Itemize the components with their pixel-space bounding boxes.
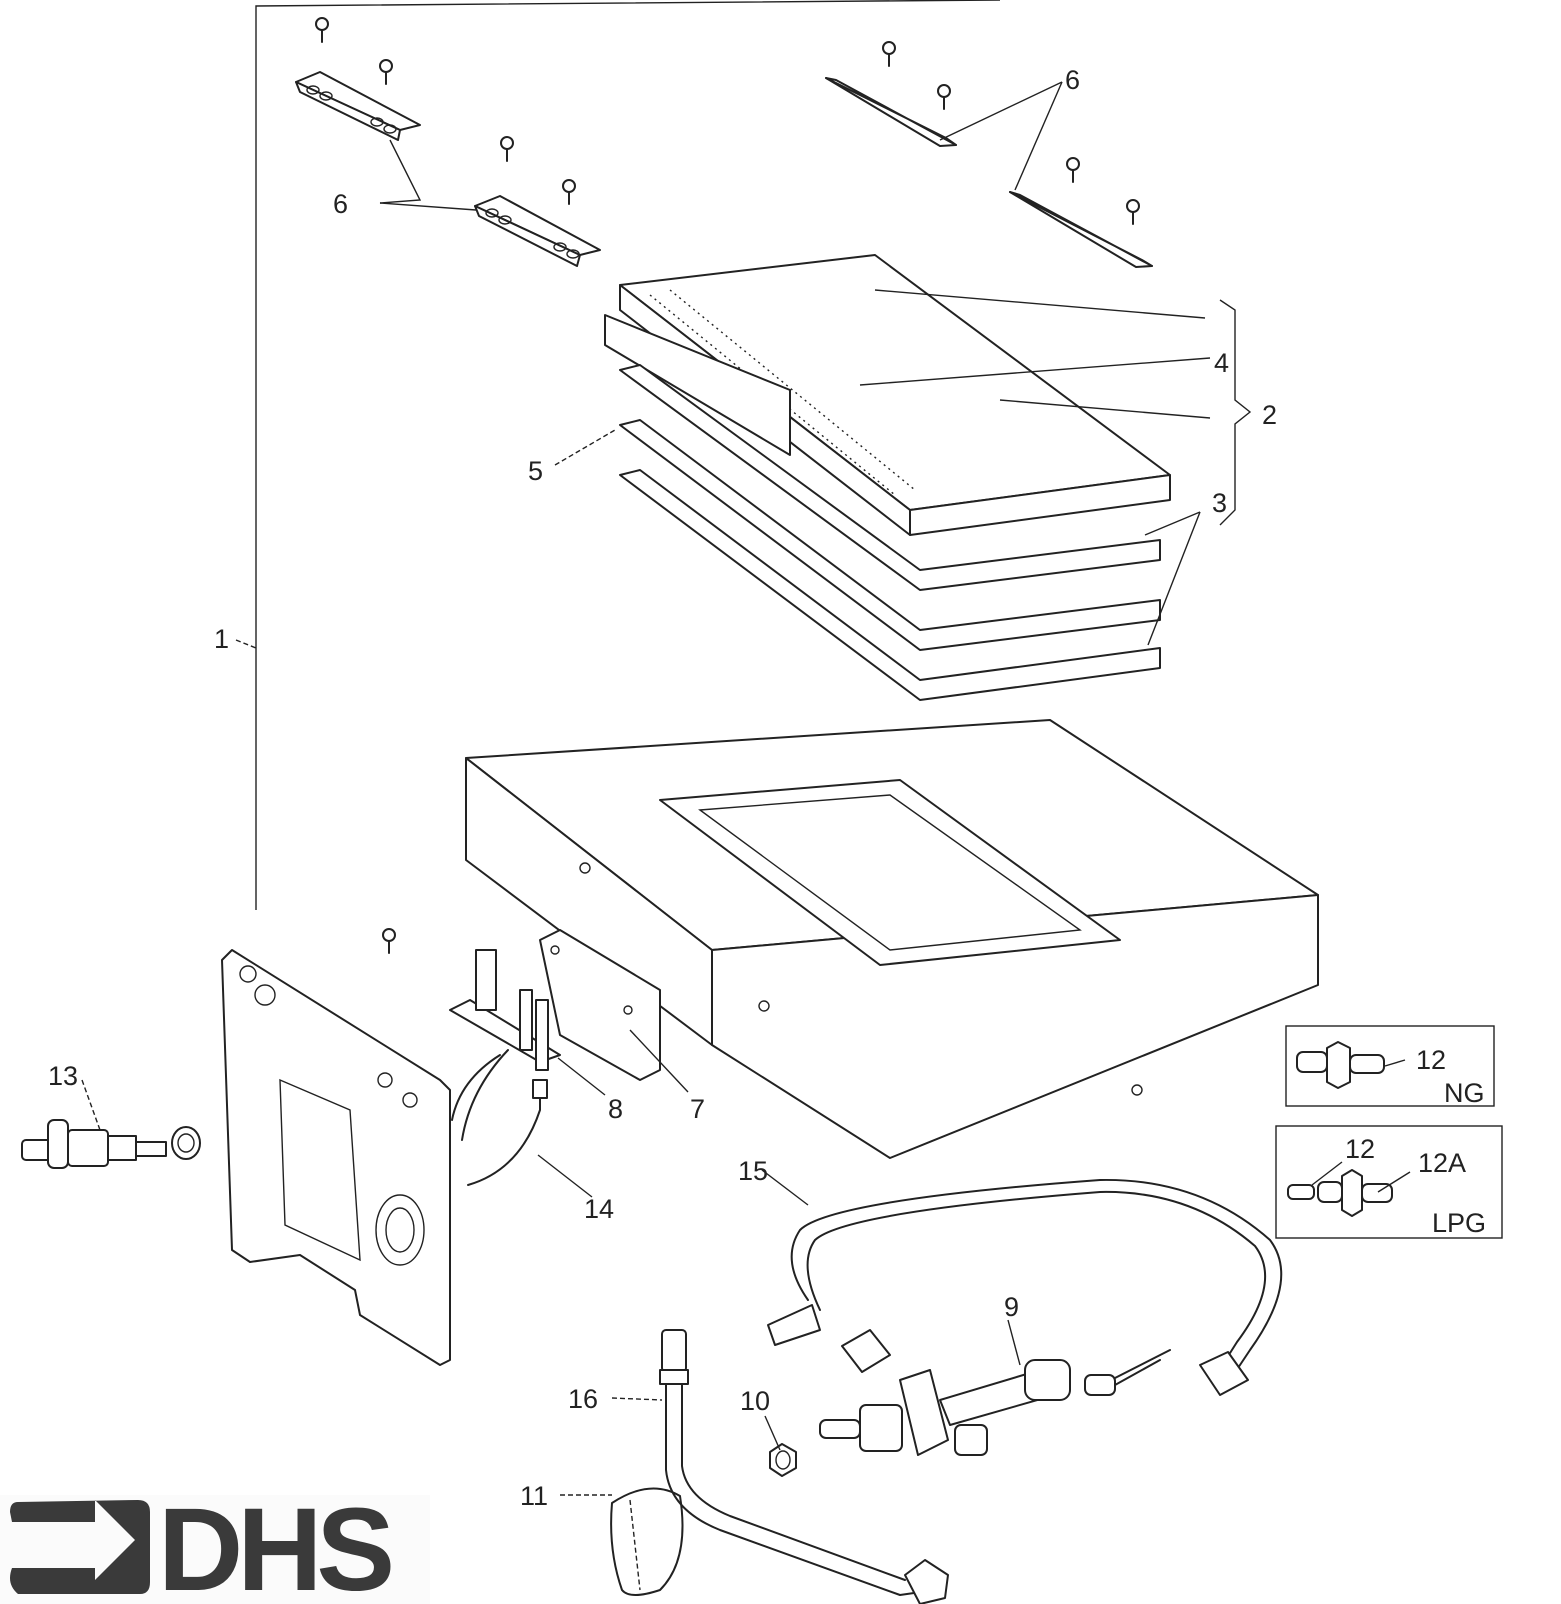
gasket-upper [619,364,1161,591]
brand-logo-text: DHS [158,1484,391,1604]
gas-supply-tube [767,1178,1283,1396]
callout-4: 4 [1214,348,1229,378]
piezo-igniter [21,1119,201,1169]
control-knob [610,1487,684,1596]
inset-lpg: 12 12A LPG [1275,1125,1503,1239]
burner-clip-right-upper [825,77,957,147]
injector-orifice-lpg [1287,1169,1393,1217]
callout-10: 10 [740,1386,770,1416]
callout-15: 15 [738,1156,768,1186]
gasket-middle [619,419,1161,651]
brand-logo: DHS [0,1484,430,1604]
callout-8: 8 [608,1094,623,1124]
burner-box-housing [465,719,1319,1159]
callout-11: 11 [520,1481,548,1511]
leader-lines [81,81,1252,1496]
inset-lpg-callout-12a: 12A [1418,1148,1466,1178]
callout-6-right: 6 [1065,65,1080,95]
pilot-assembly [449,949,561,1141]
inset-ng: 12 NG [1285,1025,1495,1108]
front-panel [221,949,451,1366]
callout-14: 14 [584,1194,614,1224]
pilot-tube [659,1329,949,1604]
inset-lpg-title: LPG [1432,1208,1486,1238]
callout-3: 3 [1212,488,1227,518]
thermocouple-lead [467,1079,548,1186]
callout-5: 5 [528,456,543,486]
callout-2: 2 [1262,400,1277,430]
inset-ng-title: NG [1444,1078,1485,1108]
inset-lpg-callout-12: 12 [1345,1134,1375,1164]
injector-orifice-ng [1296,1041,1385,1089]
control-valve [819,1349,1171,1456]
pilot-mounting-bracket [539,929,661,1081]
callout-9: 9 [1004,1292,1019,1322]
screw-icon [315,17,1140,954]
callout-6-left: 6 [333,189,348,219]
callout-1: 1 [214,624,229,654]
gasket-lower [619,469,1161,701]
callout-16: 16 [568,1384,598,1414]
assembly-reference-line [235,0,1001,910]
burner-clip-left-upper [295,71,421,141]
lock-nut [769,1443,797,1477]
callout-7: 7 [690,1094,705,1124]
arrow-right-bracket-icon [10,1500,150,1594]
burner-clip-right-lower [1009,191,1153,268]
inset-ng-callout-12: 12 [1416,1045,1446,1075]
burner-clip-left-lower [474,195,601,267]
callout-13: 13 [48,1061,78,1091]
ceramic-burner-plate-lower [604,314,791,456]
